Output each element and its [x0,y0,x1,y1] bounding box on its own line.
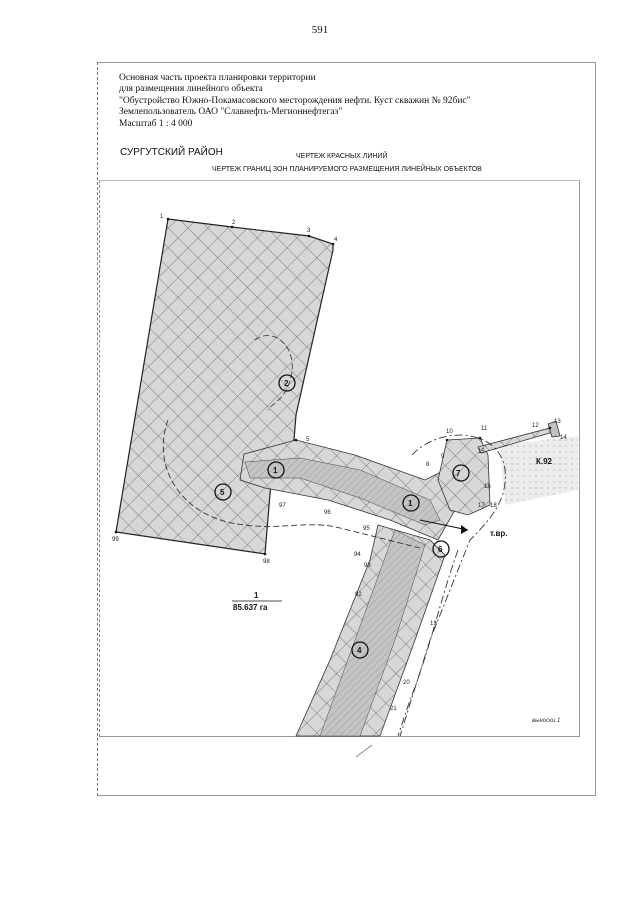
point-label: 12 [532,423,539,429]
well-pad-area [437,437,491,516]
kust-label: К.92 [536,457,553,466]
point-label: 3 [307,228,311,234]
point-label: 92 [355,592,362,598]
circle-label: 6 [438,545,443,554]
circle-label: 2 [284,379,289,388]
tvr-label: т.вр. [490,529,507,538]
point-label: 15 [478,449,485,455]
point-label: 4 [334,237,338,243]
zones-subtitle: ЧЕРТЕЖ ГРАНИЦ ЗОН ПЛАНИРУЕМОГО РАЗМЕЩЕНИ… [212,166,482,173]
title-line-1: Основная часть проекта планировки террит… [119,73,316,83]
scale-line: Масштаб 1 : 4 000 [119,118,193,129]
point-label: 14 [560,435,567,441]
district-label: СУРГУТСКИЙ РАЙОН [120,147,223,158]
road-end [547,420,561,438]
circle-markers [214,374,470,659]
point-label: 1 [160,214,164,220]
point-label: 8 [426,462,430,468]
flow-arrow-head [461,525,468,534]
point-label: 98 [263,559,270,565]
title-line-2: для размещения линейного объекта [119,84,263,95]
utility-lines-diagonal [319,529,426,737]
point-label: 18 [490,503,497,509]
point-label: 97 [279,503,286,509]
parcel-polygon [115,218,334,555]
land-user-line: Землепользователь ОАО "Славнефть-Мегионн… [119,107,343,118]
zone-boundary-dashed [162,419,421,549]
point-label: 93 [364,563,371,569]
point-label: 13 [554,419,561,425]
point-label: 94 [354,552,361,558]
circle-label: 1 [408,499,413,508]
parcel-number: 1 [254,591,259,600]
circle-label: 5 [220,488,225,497]
parcel-area: 85.637 га [233,603,268,612]
red-lines-subtitle: ЧЕРТЕЖ КРАСНЫХ ЛИНИЙ [296,153,388,160]
circle-label: 1 [273,466,278,475]
zone-boundary-dashed-2 [254,335,293,411]
zone-boundary-dashed-4 [397,549,459,737]
point-label: 9 [441,454,445,460]
point-label: 21 [390,706,397,712]
sheet-frame [97,62,596,796]
point-label: 2 [232,220,236,226]
title-block: Основная часть проекта планировки террит… [119,73,471,130]
title-line-3: "Обустройство Южно-Покамасовского местор… [119,95,471,106]
point-label: 95 [363,526,370,532]
point-label: 5 [306,437,310,443]
map-frame [99,180,580,737]
page-number: 591 [311,24,329,36]
point-label: 96 [324,510,331,516]
flow-arrow [419,519,469,531]
zone-boundary-dashed-3 [399,434,506,737]
corner-markers [114,217,552,556]
point-label: 10 [446,429,453,435]
point-label: 19 [430,621,437,627]
circle-label: 7 [456,469,461,478]
point-label: 16 [484,484,491,490]
point-label: 17 [478,503,485,509]
point-label: 20 [403,680,410,686]
kust-pad-area [500,436,578,505]
insert-label: выноски 1 [532,718,560,724]
point-label: 11 [481,426,488,432]
circle-label: 4 [357,646,362,655]
point-label: 99 [112,537,119,543]
